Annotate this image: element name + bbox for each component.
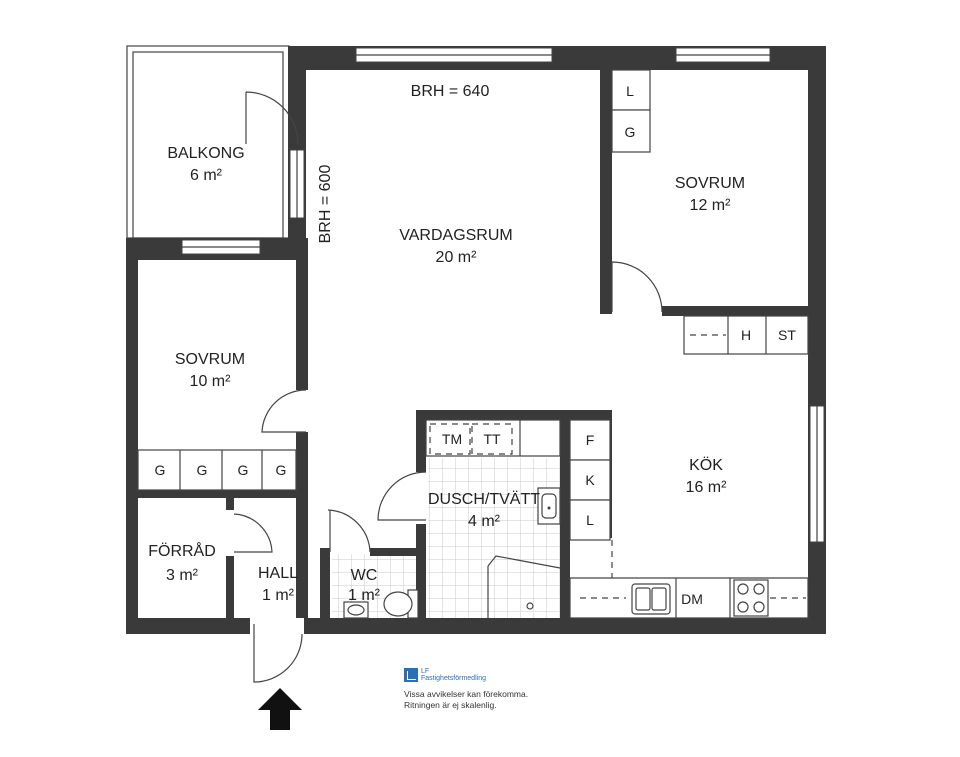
- balkong-name: BALKONG: [167, 145, 244, 162]
- logo-text: LF Fastighetsförmedling: [421, 668, 486, 682]
- balcony-railing: [126, 45, 290, 239]
- walls: [126, 46, 826, 634]
- sink-icon: [537, 487, 561, 525]
- disclaimer-line1: Vissa avvikelser kan förekomma.: [404, 689, 529, 699]
- shower: [487, 555, 561, 618]
- doors: [233, 91, 663, 683]
- vardagsrum-name: VARDAGSRUM: [399, 227, 513, 244]
- wardrobe-g1: G: [155, 462, 166, 478]
- kitchen-sink-icon: [631, 583, 671, 615]
- wardrobe-ne: [611, 69, 651, 153]
- brh-side-label: BRH = 600: [317, 165, 334, 244]
- kitchen-l-label: L: [586, 512, 594, 528]
- logo: LF Fastighetsförmedling: [404, 668, 624, 682]
- wardrobe-g2: G: [197, 462, 208, 478]
- sovrum-w-area: 10 m²: [190, 373, 232, 390]
- wc-name: WC: [351, 567, 378, 584]
- kok-area: 16 m²: [686, 479, 728, 496]
- logo-icon: [404, 668, 418, 682]
- dusch-area: 4 m²: [468, 513, 501, 530]
- toilet-icon: [383, 589, 419, 619]
- hall-area: 1 m²: [262, 587, 295, 604]
- closet-st-label: ST: [778, 327, 796, 343]
- tm-label: TM: [442, 431, 462, 447]
- windows: [181, 47, 825, 543]
- hall-name: HALL: [258, 565, 298, 582]
- kitchen-dm-label: DM: [681, 591, 703, 607]
- wardrobe-g3: G: [238, 462, 249, 478]
- entrance-arrow-icon: [258, 688, 302, 730]
- balkong-area: 6 m²: [190, 167, 223, 184]
- stove-icon: [733, 579, 769, 617]
- wardrobe-g4: G: [276, 462, 287, 478]
- wardrobe-w: [137, 449, 297, 491]
- forrad-area: 3 m²: [166, 567, 199, 584]
- vardagsrum-area: 20 m²: [436, 249, 478, 266]
- kok-name: KÖK: [689, 456, 723, 474]
- wardrobe-l-label: L: [626, 83, 634, 99]
- kitchen-k-label: K: [585, 472, 595, 488]
- sovrum-ne-name: SOVRUM: [675, 175, 745, 192]
- closet-h-label: H: [741, 327, 751, 343]
- closets-h-st: [683, 315, 809, 355]
- dusch-floor: [428, 458, 568, 618]
- logo-line1: LF: [421, 668, 430, 675]
- brh-top-label: BRH = 640: [411, 83, 490, 100]
- wardrobe-g-label: G: [625, 124, 636, 140]
- kitchen-cabinets: [569, 419, 809, 619]
- washer-dryer: [425, 419, 561, 457]
- forrad-name: FÖRRÅD: [148, 541, 216, 560]
- wc-area: 1 m²: [348, 587, 381, 604]
- kitchen-f-label: F: [586, 432, 595, 448]
- disclaimer-line2: Ritningen är ej skalenlig.: [404, 700, 497, 710]
- footer: LF Fastighetsförmedling Vissa avvikelser…: [404, 668, 624, 711]
- sovrum-ne-area: 12 m²: [690, 197, 732, 214]
- sovrum-w-name: SOVRUM: [175, 351, 245, 368]
- dusch-name: DUSCH/TVÄTT: [428, 490, 540, 508]
- wc-sink-icon: [343, 601, 369, 619]
- logo-line2: Fastighetsförmedling: [421, 675, 486, 682]
- tt-label: TT: [483, 431, 501, 447]
